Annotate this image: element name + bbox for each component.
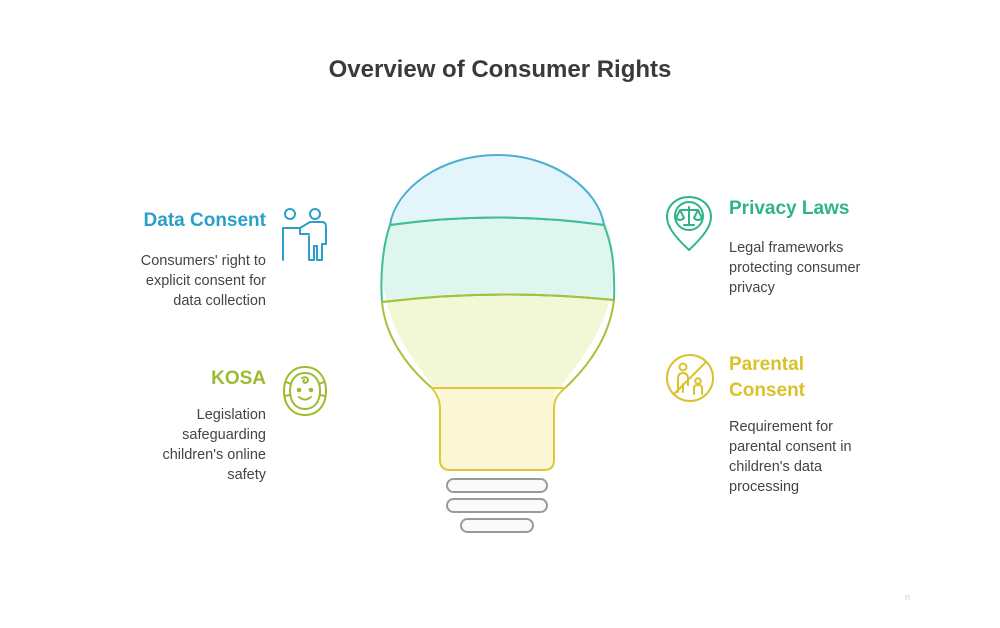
parental-consent-desc-line: processing bbox=[729, 479, 800, 495]
data-consent-desc-line: data collection bbox=[173, 293, 266, 309]
no-family-icon bbox=[666, 354, 714, 402]
bulb-band-top bbox=[382, 155, 614, 225]
parental-consent-title: Parental Consent bbox=[729, 352, 929, 404]
parental-consent-desc-line: parental consent in bbox=[729, 439, 852, 455]
bulb-band-lower bbox=[382, 295, 614, 386]
parental-consent-title-line: Parental bbox=[729, 354, 804, 375]
scales-pin-icon bbox=[666, 196, 712, 251]
kosa-desc-line: Legislation bbox=[196, 407, 266, 423]
watermark: n bbox=[905, 592, 911, 602]
data-consent-title: Data Consent bbox=[143, 210, 266, 231]
data-consent-desc-line: Consumers' right to bbox=[140, 253, 266, 269]
kosa-desc-line: safeguarding bbox=[182, 427, 266, 443]
bulb-ring-3 bbox=[460, 518, 534, 533]
parental-consent-title-line: Consent bbox=[729, 380, 805, 401]
parental-consent-desc: Requirement for parental consent in chil… bbox=[729, 417, 949, 497]
parental-consent-desc-line: Requirement for bbox=[729, 419, 833, 435]
page-title: Overview of Consumer Rights bbox=[328, 56, 672, 83]
kosa-title: KOSA bbox=[211, 368, 266, 389]
privacy-laws-desc: Legal frameworks protecting consumer pri… bbox=[729, 238, 949, 298]
bulb-ring-1 bbox=[446, 478, 548, 493]
privacy-laws-desc-line: Legal frameworks bbox=[729, 240, 844, 256]
privacy-laws-desc-line: privacy bbox=[729, 280, 775, 296]
kosa-desc-line: safety bbox=[227, 467, 266, 483]
kosa-desc-line: children's online bbox=[162, 447, 266, 463]
data-consent-desc: Consumers' right to explicit consent for… bbox=[60, 251, 266, 311]
kosa-desc: Legislation safeguarding children's onli… bbox=[60, 405, 266, 485]
parental-consent-desc-line: children's data bbox=[729, 459, 823, 475]
child-face-icon bbox=[283, 366, 327, 416]
data-consent-desc-line: explicit consent for bbox=[145, 273, 266, 289]
people-presentation-icon bbox=[282, 208, 327, 261]
lightbulb-graphic bbox=[380, 153, 616, 533]
bulb-ring-2 bbox=[446, 498, 548, 513]
privacy-laws-desc-line: protecting consumer bbox=[729, 260, 861, 276]
bulb-band-upper bbox=[382, 218, 614, 302]
privacy-laws-title: Privacy Laws bbox=[729, 198, 850, 219]
